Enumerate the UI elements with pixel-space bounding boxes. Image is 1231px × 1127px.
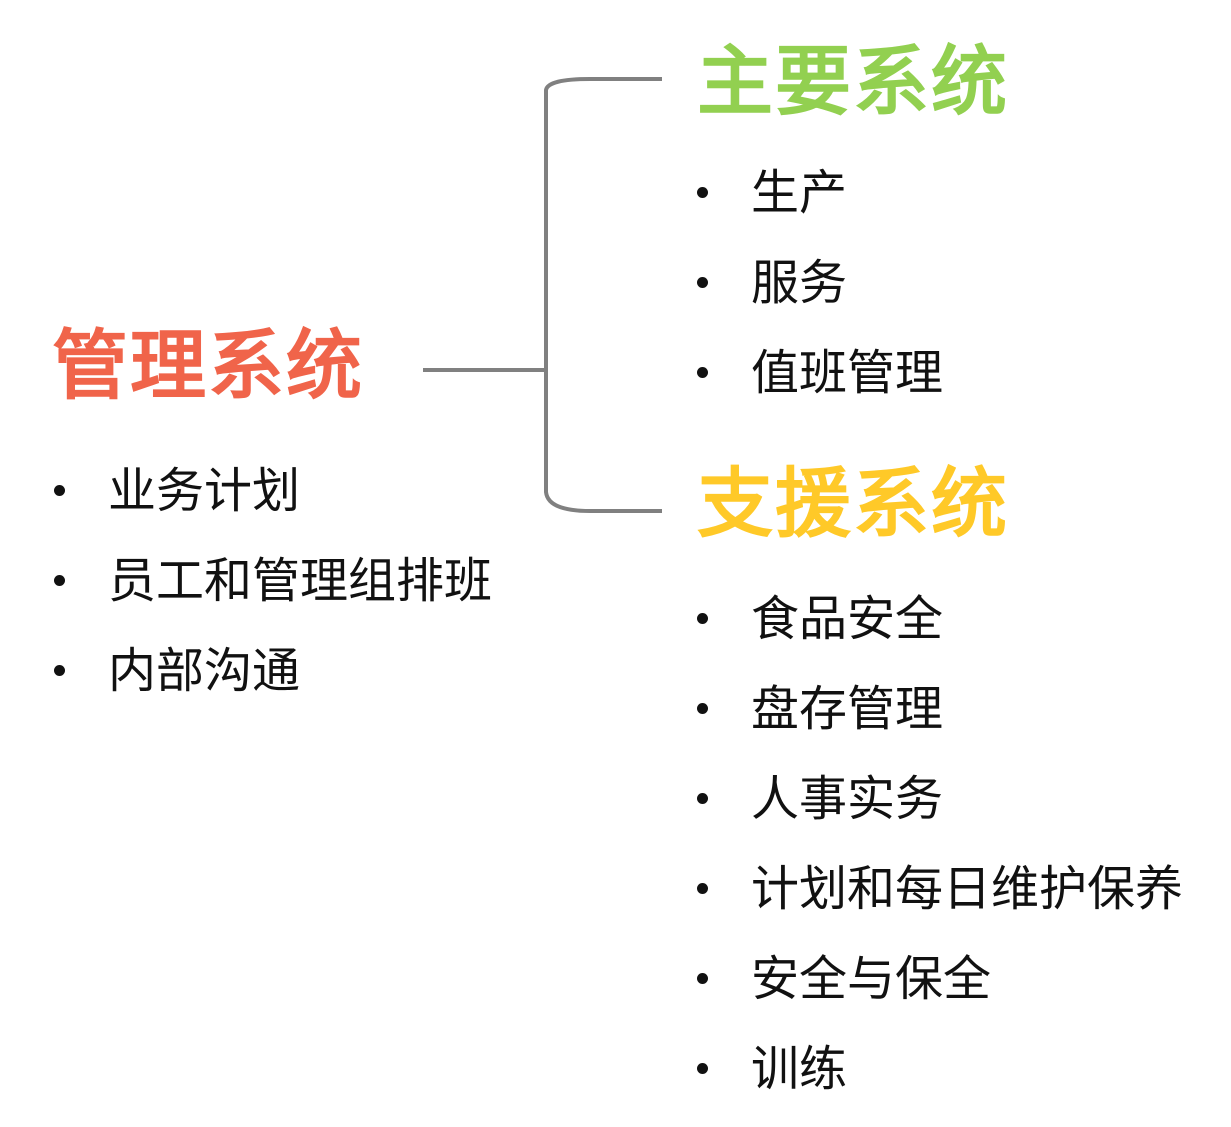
list-item: 计划和每日维护保养 [697,844,1217,934]
bullet-icon [697,187,708,198]
bullet-icon [697,973,708,984]
support-system-title: 支援系统 [697,459,1009,548]
list-item-label: 服务 [751,255,848,311]
list-item-label: 生产 [751,165,848,221]
list-item-label: 安全与保全 [751,951,992,1007]
bullet-icon [697,703,708,714]
main-system-list: 生产服务值班管理 [697,148,1177,418]
support-system-list: 食品安全盘存管理人事实务计划和每日维护保养安全与保全训练 [697,574,1217,1114]
bullet-icon [54,575,65,586]
list-item: 盘存管理 [697,664,1217,754]
list-item: 内部沟通 [54,626,534,716]
bullet-icon [697,367,708,378]
bullet-icon [697,883,708,894]
list-item-label: 值班管理 [751,345,944,401]
list-item: 员工和管理组排班 [54,536,534,626]
list-item: 业务计划 [54,446,534,536]
list-item-label: 员工和管理组排班 [108,553,493,609]
list-item: 安全与保全 [697,934,1217,1024]
list-item: 训练 [697,1024,1217,1114]
connector-bracket [544,77,662,513]
list-item: 食品安全 [697,574,1217,664]
list-item: 值班管理 [697,328,1177,418]
bullet-icon [697,1063,708,1074]
list-item-label: 盘存管理 [751,681,944,737]
main-system-title: 主要系统 [697,37,1009,126]
management-system-title: 管理系统 [52,321,364,410]
list-item-label: 训练 [751,1041,848,1097]
bullet-icon [697,793,708,804]
management-system-list: 业务计划员工和管理组排班内部沟通 [54,446,534,716]
bullet-icon [54,485,65,496]
bullet-icon [697,613,708,624]
list-item-label: 内部沟通 [108,643,301,699]
list-item-label: 人事实务 [751,771,944,827]
list-item-label: 计划和每日维护保养 [751,861,1184,917]
list-item: 人事实务 [697,754,1217,844]
bullet-icon [54,665,65,676]
list-item: 服务 [697,238,1177,328]
list-item: 生产 [697,148,1177,238]
list-item-label: 业务计划 [108,463,301,519]
list-item-label: 食品安全 [751,591,944,647]
bullet-icon [697,277,708,288]
